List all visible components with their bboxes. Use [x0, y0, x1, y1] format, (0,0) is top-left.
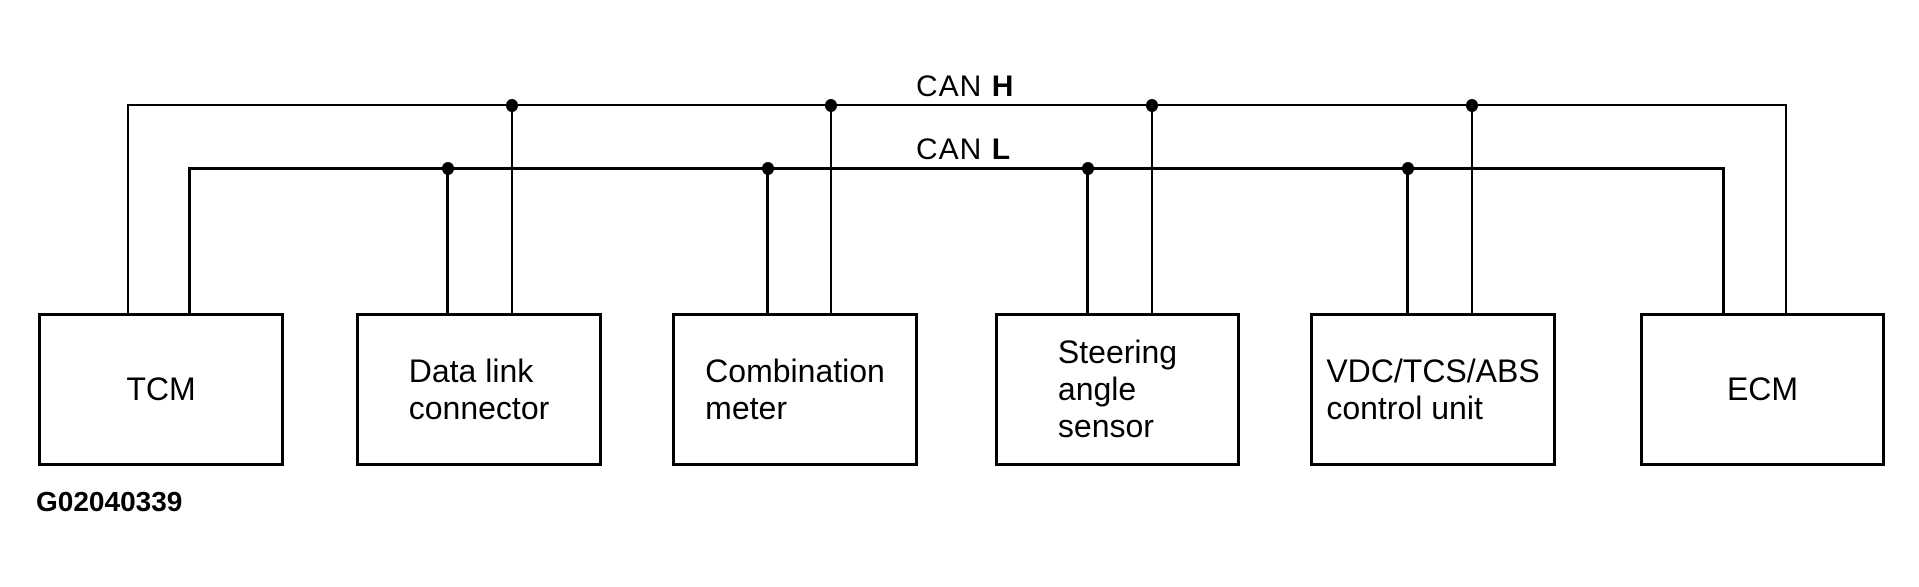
- can-h-drop-wire-vdc-tcs-abs: [1471, 104, 1473, 313]
- node-label-steering-angle-sensor: Steering angle sensor: [1057, 334, 1178, 444]
- node-box-tcm: TCM: [38, 313, 284, 466]
- node-label-ecm: ECM: [1726, 371, 1799, 407]
- can-h-junction-dot-steering-angle-sensor: [1146, 99, 1158, 112]
- can-h-drop-wire-steering-angle-sensor: [1151, 104, 1153, 313]
- node-box-combination-meter: Combination meter: [672, 313, 918, 466]
- node-box-ecm: ECM: [1640, 313, 1885, 466]
- can-l-junction-dot-data-link-connector: [442, 162, 454, 175]
- can-h-label-prefix: CAN: [916, 70, 983, 103]
- can-l-label-prefix: CAN: [916, 133, 983, 166]
- can-l-label-letter: L: [991, 133, 1012, 166]
- can-h-junction-dot-data-link-connector: [506, 99, 518, 112]
- can-l-drop-wire-data-link-connector: [446, 167, 449, 313]
- can-l-drop-wire-steering-angle-sensor: [1086, 167, 1089, 313]
- can-l-drop-wire-combination-meter: [766, 167, 769, 313]
- node-label-combination-meter: Combination meter: [705, 352, 885, 426]
- figure-code: G02040339: [36, 486, 183, 517]
- can-h-bus-line: [127, 104, 1787, 106]
- can-l-label: CAN L: [916, 133, 1011, 167]
- node-box-vdc-tcs-abs-control-unit: VDC/TCS/ABS control unit: [1310, 313, 1556, 466]
- can-l-bus-line: [188, 167, 1725, 170]
- can-l-label-space: [982, 133, 991, 166]
- can-l-junction-dot-steering-angle-sensor: [1082, 162, 1094, 175]
- node-label-vdc-tcs-abs-control-unit: VDC/TCS/ABS control unit: [1326, 352, 1540, 426]
- node-label-data-link-connector: Data link connector: [408, 352, 550, 426]
- can-h-junction-dot-vdc-tcs-abs: [1466, 99, 1478, 112]
- can-h-label: CAN H: [916, 70, 1014, 104]
- node-box-data-link-connector: Data link connector: [356, 313, 602, 466]
- node-label-tcm: TCM: [126, 371, 196, 407]
- can-h-drop-wire-combination-meter: [830, 104, 832, 313]
- can-l-drop-wire-tcm: [188, 167, 191, 313]
- can-h-drop-wire-tcm: [127, 104, 129, 313]
- can-l-drop-wire-ecm: [1722, 167, 1725, 313]
- node-box-steering-angle-sensor: Steering angle sensor: [995, 313, 1240, 466]
- can-l-junction-dot-combination-meter: [762, 162, 774, 175]
- can-h-label-space: [982, 70, 991, 103]
- can-h-junction-dot-combination-meter: [825, 99, 837, 112]
- can-l-junction-dot-vdc-tcs-abs: [1402, 162, 1414, 175]
- can-l-drop-wire-vdc-tcs-abs: [1406, 167, 1409, 313]
- can-h-label-letter: H: [991, 70, 1015, 103]
- can-h-drop-wire-data-link-connector: [511, 104, 513, 313]
- can-h-drop-wire-ecm: [1785, 104, 1787, 313]
